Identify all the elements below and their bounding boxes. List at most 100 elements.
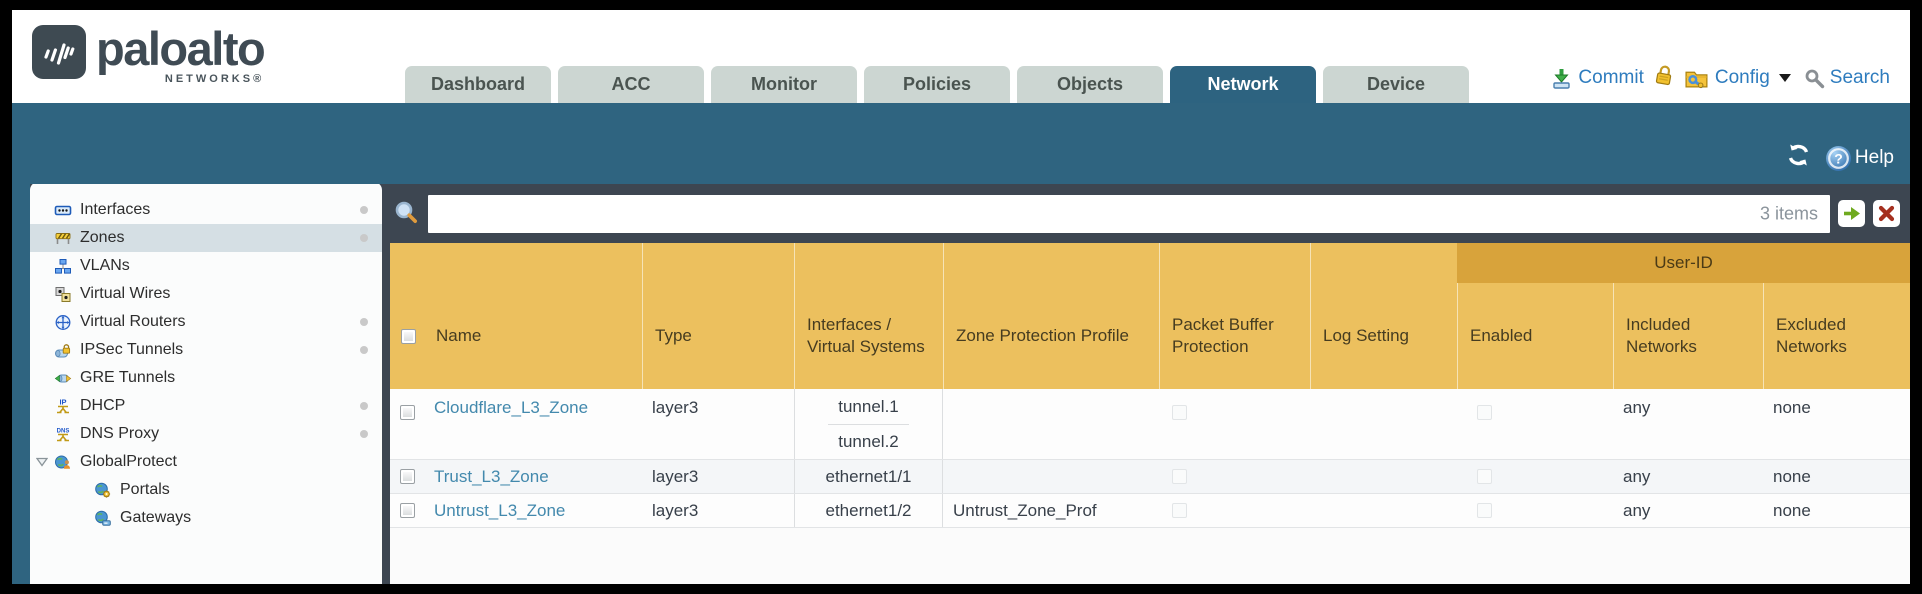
- user-id-group-header: User-ID: [1457, 243, 1910, 283]
- column-header-zone-protection-profile[interactable]: Zone Protection Profile: [943, 243, 1159, 389]
- column-header-packet-buffer-protection[interactable]: Packet Buffer Protection: [1159, 243, 1310, 389]
- sidebar-item-virtual-wires[interactable]: Virtual Wires: [30, 280, 382, 308]
- zone-protection-cell: [943, 389, 1159, 459]
- excluded-networks-cell: none: [1773, 398, 1811, 417]
- sidebar-item-virtual-routers[interactable]: Virtual Routers: [30, 308, 382, 336]
- panel-divider: [382, 184, 390, 584]
- sidebar-item-label: Virtual Routers: [80, 313, 186, 330]
- sidebar-item-label: Interfaces: [80, 201, 151, 218]
- search-icon: [1805, 69, 1824, 88]
- tab-monitor[interactable]: Monitor: [711, 66, 857, 103]
- select-all-checkbox[interactable]: [400, 328, 416, 344]
- tab-acc[interactable]: ACC: [558, 66, 704, 103]
- filter-input[interactable]: [428, 194, 1830, 233]
- brand-subtitle: NETWORKS®: [164, 73, 265, 85]
- refresh-icon[interactable]: [1785, 143, 1812, 173]
- network-sidebar: Interfaces Zones VLANs Virtua: [30, 182, 382, 584]
- tab-objects[interactable]: Objects: [1017, 66, 1163, 103]
- interfaces-cell: ethernet1/2: [794, 494, 943, 527]
- zone-name-link[interactable]: Cloudflare_L3_Zone: [434, 398, 589, 417]
- table-row: Cloudflare_L3_Zone layer3 tunnel.1 tunne…: [390, 389, 1910, 460]
- interfaces-cell: ethernet1/1: [794, 460, 943, 493]
- column-header-excluded-networks[interactable]: Excluded Networks: [1763, 243, 1910, 389]
- sidebar-item-interfaces[interactable]: Interfaces: [30, 196, 382, 224]
- sidebar-item-zones[interactable]: Zones: [30, 224, 382, 252]
- brand-name: paloalto: [96, 22, 266, 75]
- expander-triangle-icon[interactable]: [36, 457, 54, 467]
- gateways-icon: [94, 510, 112, 527]
- column-header-log-setting[interactable]: Log Setting: [1310, 243, 1457, 389]
- column-header-enabled[interactable]: Enabled: [1457, 243, 1613, 389]
- sub-header-band: ? Help: [12, 103, 1910, 184]
- row-checkbox[interactable]: [399, 469, 415, 484]
- tab-policies[interactable]: Policies: [864, 66, 1010, 103]
- paloalto-logo-icon: [32, 25, 86, 79]
- filter-search-icon: [395, 201, 417, 223]
- zone-name-link[interactable]: Untrust_L3_Zone: [434, 500, 566, 520]
- apply-filter-button[interactable]: [1838, 200, 1865, 227]
- interface-value: ethernet1/1: [825, 466, 912, 486]
- included-networks-cell: any: [1623, 500, 1651, 520]
- interfaces-cell: tunnel.1 tunnel.2: [794, 389, 943, 459]
- row-select-cell: [390, 460, 424, 493]
- enabled-cell: [1457, 460, 1613, 493]
- sidebar-item-label: Gateways: [120, 509, 192, 526]
- sidebar-item-ipsec-tunnels[interactable]: IPSec Tunnels: [30, 336, 382, 364]
- sidebar-item-globalprotect[interactable]: GlobalProtect: [30, 448, 382, 476]
- svg-text:IP: IP: [59, 398, 66, 407]
- select-all-cell: [390, 243, 424, 389]
- teal-actions: ? Help: [1785, 143, 1894, 173]
- zones-table-header: Name Type Interfaces / Virtual Systems Z…: [390, 243, 1910, 389]
- enabled-cell: [1457, 494, 1613, 527]
- sidebar-item-dhcp[interactable]: IP DHCP: [30, 392, 382, 420]
- config-menu[interactable]: Config: [1684, 67, 1795, 90]
- zone-type-cell: layer3: [652, 466, 699, 486]
- table-row: Trust_L3_Zone layer3 ethernet1/1 any non…: [390, 460, 1910, 494]
- sidebar-item-dns-proxy[interactable]: DNS DNS Proxy: [30, 420, 382, 448]
- column-header-name[interactable]: Name: [436, 325, 482, 345]
- status-dot: [360, 402, 368, 410]
- status-dot: [360, 234, 368, 242]
- commit-button[interactable]: Commit: [1550, 67, 1644, 90]
- row-checkbox[interactable]: [399, 503, 415, 518]
- svg-text:?: ?: [1834, 150, 1843, 166]
- paloalto-logo: paloalto NETWORKS®: [32, 22, 266, 85]
- interface-value: tunnel.2: [828, 424, 909, 459]
- column-header-type[interactable]: Type: [642, 243, 794, 389]
- chevron-down-icon: [1778, 74, 1791, 82]
- clear-filter-button[interactable]: [1873, 200, 1900, 227]
- content-area: Interfaces Zones VLANs Virtua: [12, 182, 1910, 584]
- sidebar-item-portals[interactable]: Portals: [30, 476, 382, 504]
- enabled-cell: [1457, 389, 1613, 459]
- brand-text: paloalto NETWORKS®: [96, 22, 266, 85]
- row-select-cell: [390, 389, 424, 459]
- sidebar-item-label: DHCP: [80, 397, 126, 414]
- zone-name-link[interactable]: Trust_L3_Zone: [434, 466, 549, 486]
- tab-device[interactable]: Device: [1323, 66, 1469, 103]
- portals-icon: [94, 482, 112, 499]
- enabled-checkbox: [1477, 405, 1492, 420]
- packet-buffer-checkbox: [1172, 503, 1187, 518]
- sidebar-item-gateways[interactable]: Gateways: [30, 504, 382, 532]
- config-label: Config: [1714, 67, 1770, 88]
- search-button[interactable]: Search: [1804, 67, 1890, 89]
- tab-network[interactable]: Network: [1170, 66, 1316, 103]
- dns-proxy-icon: DNS: [54, 426, 72, 443]
- waveform-icon: [44, 43, 75, 65]
- tab-dashboard[interactable]: Dashboard: [405, 66, 551, 103]
- help-button[interactable]: ? Help: [1825, 145, 1894, 172]
- column-header-interfaces[interactable]: Interfaces / Virtual Systems: [794, 243, 943, 389]
- sidebar-item-label: Virtual Wires: [80, 285, 171, 302]
- column-header-included-networks[interactable]: Included Networks: [1613, 243, 1763, 389]
- zones-table-body: Cloudflare_L3_Zone layer3 tunnel.1 tunne…: [390, 389, 1910, 584]
- lock-icon[interactable]: [1653, 63, 1675, 93]
- enabled-checkbox: [1477, 469, 1492, 484]
- packet-buffer-checkbox: [1172, 469, 1187, 484]
- row-checkbox[interactable]: [399, 405, 415, 420]
- main-nav-tabs: Dashboard ACC Monitor Policies Objects N…: [405, 66, 1469, 103]
- sidebar-item-gre-tunnels[interactable]: GRE Tunnels: [30, 364, 382, 392]
- zone-type-cell: layer3: [652, 398, 699, 417]
- sidebar-item-vlans[interactable]: VLANs: [30, 252, 382, 280]
- interfaces-icon: [54, 202, 72, 219]
- sidebar-item-label: DNS Proxy: [80, 425, 160, 442]
